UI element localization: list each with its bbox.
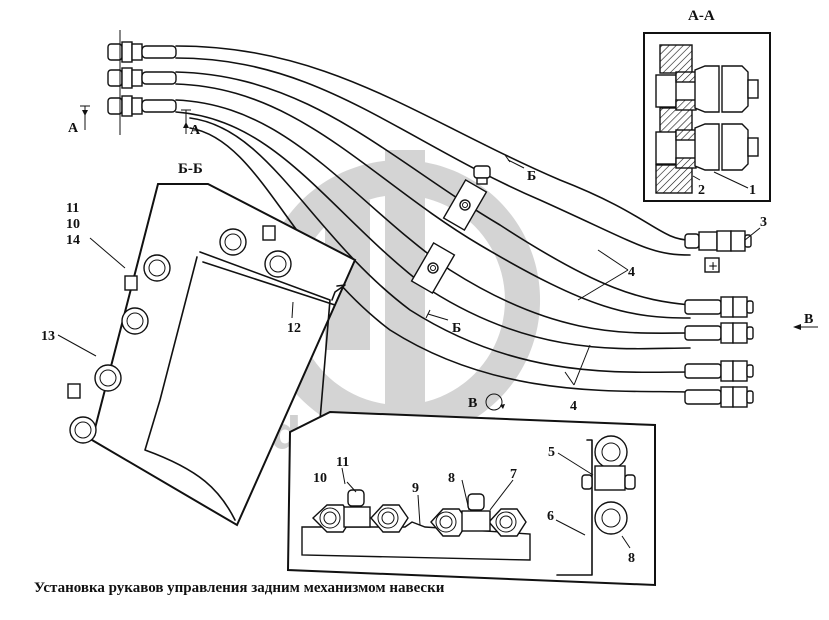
callout-v-5: 5 xyxy=(548,445,555,460)
hose-clamp-top xyxy=(442,178,488,232)
svg-text:В: В xyxy=(804,312,813,327)
section-mark-a-left: А xyxy=(68,105,90,136)
view-v: В xyxy=(286,393,656,587)
callout-v-8a: 8 xyxy=(448,471,455,486)
section-aa-view: А-А 2 1 xyxy=(643,8,771,202)
callout-3: 3 xyxy=(760,215,767,230)
sensor-box: + xyxy=(704,257,720,273)
callout-v-7: 7 xyxy=(510,467,517,482)
nut-pair-left xyxy=(311,489,409,533)
left-fittings xyxy=(107,30,177,135)
view-arrow-v: В xyxy=(793,312,818,330)
svg-text:А-А: А-А xyxy=(688,8,715,24)
callout-v-8b: 8 xyxy=(628,551,635,566)
hose-clamp-bottom xyxy=(410,241,456,295)
hose-bundle: + xyxy=(107,30,761,408)
callout-4b: 4 xyxy=(570,399,577,414)
callout-bb-13: 13 xyxy=(41,329,55,344)
section-bb-view: Б-Б 11 10 14 12 13 xyxy=(41,161,357,527)
callout-1: 1 xyxy=(749,183,756,198)
callout-bb-12: 12 xyxy=(287,321,301,336)
svg-text:Б-Б: Б-Б xyxy=(178,161,203,177)
callout-v-11: 11 xyxy=(336,455,349,470)
svg-text:Б: Б xyxy=(452,321,461,336)
callout-v-10: 10 xyxy=(313,471,327,486)
callout-v-6: 6 xyxy=(547,509,554,524)
section-mark-a-right: А xyxy=(181,109,201,138)
figure-caption: Установка рукавов управления задним меха… xyxy=(34,580,445,596)
callout-bb-10: 10 xyxy=(66,217,80,232)
section-mark-b-bottom: Б xyxy=(425,309,461,336)
section-mark-b-top: Б xyxy=(504,154,536,184)
right-fittings: + xyxy=(684,230,754,408)
callout-bb-11: 11 xyxy=(66,201,79,216)
nut-pair-right xyxy=(430,493,527,537)
svg-text:В: В xyxy=(468,396,477,411)
clamp-bolt xyxy=(473,165,491,185)
callout-bb-14: 14 xyxy=(66,233,80,248)
svg-text:+: + xyxy=(708,259,718,273)
svg-text:А: А xyxy=(190,123,201,138)
svg-text:А: А xyxy=(68,121,79,136)
callout-2: 2 xyxy=(698,183,705,198)
bracket-assembly xyxy=(556,435,636,576)
callout-4a: 4 xyxy=(628,265,635,280)
callout-v-9: 9 xyxy=(412,481,419,496)
svg-text:Б: Б xyxy=(527,169,536,184)
